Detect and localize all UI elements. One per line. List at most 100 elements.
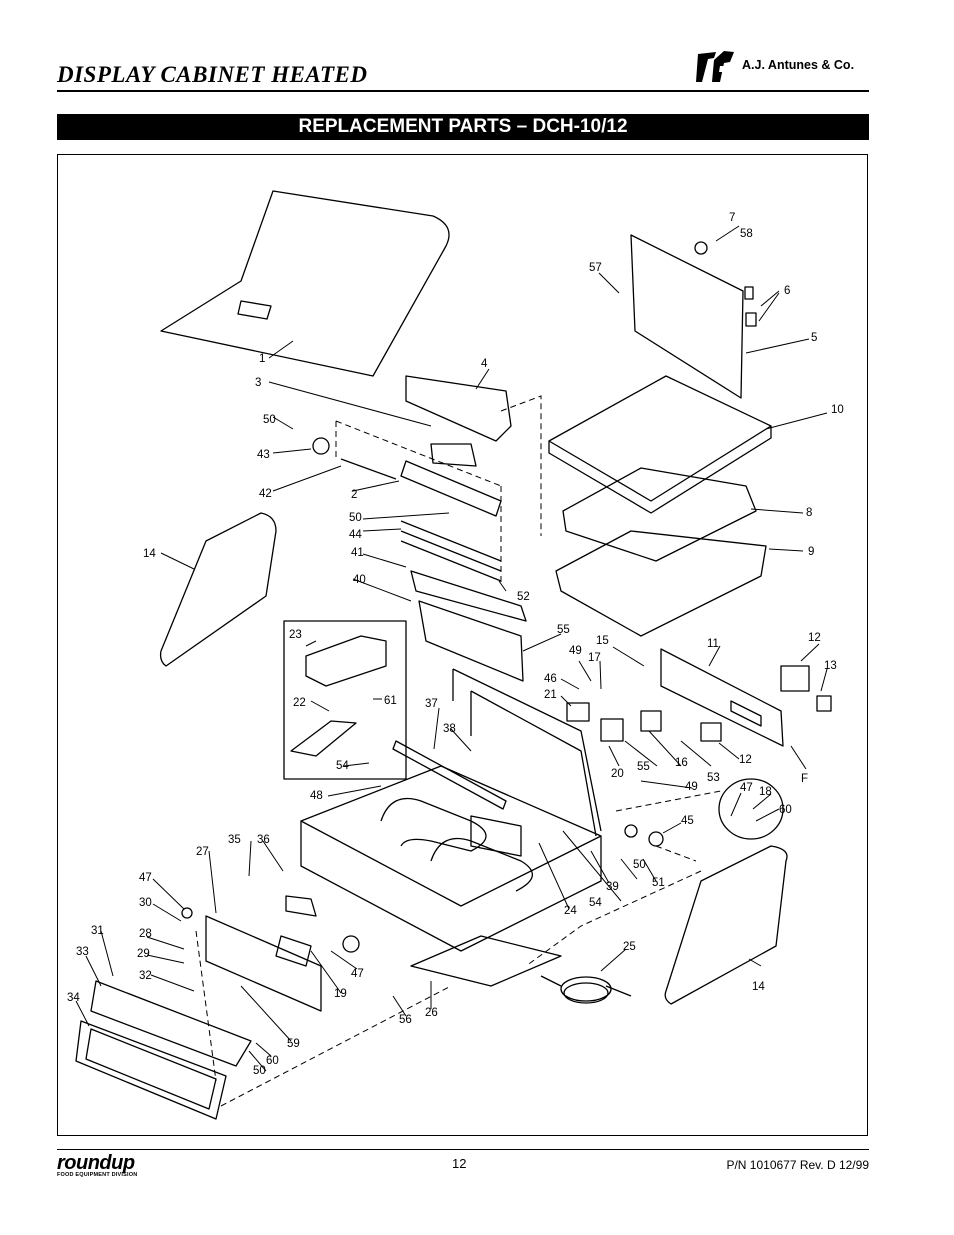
- callout-49a: 49: [569, 645, 582, 657]
- part-control-panel: [660, 648, 784, 747]
- callout-19: 19: [334, 988, 347, 1000]
- exploded-parts-diagram: 1 2 3 4 5 6 7 8 9 10 11 12 12 13 14 14 1…: [57, 154, 868, 1136]
- callout-39: 39: [606, 881, 619, 893]
- callout-31: 31: [91, 925, 104, 937]
- callout-29: 29: [137, 948, 150, 960]
- callout-33: 33: [76, 946, 89, 958]
- callout-3: 3: [255, 377, 261, 389]
- part-side-glass-left: [159, 512, 277, 667]
- callout-18: 18: [759, 786, 772, 798]
- callout-17: 17: [588, 652, 601, 664]
- callout-45: 45: [681, 815, 694, 827]
- callout-44: 44: [349, 529, 362, 541]
- callout-F: F: [801, 773, 808, 785]
- part-light-cover: [405, 375, 512, 442]
- company-logo: [696, 51, 734, 82]
- callout-61: 61: [384, 695, 397, 707]
- part-pan: [555, 530, 767, 637]
- callout-5: 5: [811, 332, 817, 344]
- callout-48: 48: [310, 790, 323, 802]
- callout-51: 51: [652, 877, 665, 889]
- callout-57: 57: [589, 262, 602, 274]
- callout-34: 34: [67, 992, 80, 1004]
- callout-59: 59: [287, 1038, 300, 1050]
- callout-4: 4: [481, 358, 488, 370]
- callout-43: 43: [257, 449, 270, 461]
- callout-20: 20: [611, 768, 624, 780]
- callout-26: 26: [425, 1007, 438, 1019]
- callout-2: 2: [351, 489, 357, 501]
- callout-47c: 47: [351, 968, 364, 980]
- callout-36: 36: [257, 834, 270, 846]
- callout-41: 41: [351, 547, 364, 559]
- callout-6: 6: [784, 285, 790, 297]
- callout-50a: 50: [263, 414, 276, 426]
- callout-38: 38: [443, 723, 456, 735]
- callout-8: 8: [806, 507, 812, 519]
- part-top-glass: [160, 190, 450, 377]
- callout-11: 11: [707, 638, 719, 650]
- header-rule: [57, 90, 869, 92]
- part-top-plate: [548, 375, 772, 502]
- callout-47b: 47: [139, 872, 152, 884]
- callout-55a: 55: [557, 624, 570, 636]
- callout-32: 32: [139, 970, 152, 982]
- callout-50d: 50: [253, 1065, 266, 1077]
- callout-47a: 47: [740, 782, 753, 794]
- callout-14b: 14: [752, 981, 765, 993]
- callout-27: 27: [196, 846, 209, 858]
- part-side-glass-right: [664, 845, 788, 1005]
- callout-30: 30: [139, 897, 152, 909]
- diagram-svg: 1 2 3 4 5 6 7 8 9 10 11 12 12 13 14 14 1…: [67, 190, 844, 1120]
- callout-46: 46: [544, 673, 557, 685]
- page-title: DISPLAY CABINET HEATED: [57, 62, 368, 87]
- callout-7: 7: [729, 212, 735, 224]
- callout-58: 58: [740, 228, 753, 240]
- callout-60b: 60: [266, 1055, 279, 1067]
- callout-40: 40: [353, 574, 366, 586]
- inset-box: [283, 620, 407, 780]
- callout-14a: 14: [143, 548, 156, 560]
- callout-10: 10: [831, 404, 844, 416]
- callout-23: 23: [289, 629, 302, 641]
- callout-54b: 54: [589, 897, 602, 909]
- callout-53: 53: [707, 772, 720, 784]
- part-lamp-bracket: [400, 460, 502, 517]
- part-end-panel: [630, 234, 744, 399]
- callout-12a: 12: [808, 632, 821, 644]
- callout-21: 21: [544, 689, 557, 701]
- callout-42: 42: [259, 488, 272, 500]
- callout-37: 37: [425, 698, 438, 710]
- callout-15: 15: [596, 635, 609, 647]
- callout-16: 16: [675, 757, 688, 769]
- callout-13: 13: [824, 660, 837, 672]
- callout-24: 24: [564, 905, 577, 917]
- callout-54a: 54: [336, 760, 349, 772]
- callout-56: 56: [399, 1014, 412, 1026]
- callout-60a: 60: [779, 804, 792, 816]
- callout-12b: 12: [739, 754, 752, 766]
- part-number: P/N 1010677 Rev. D 12/99: [726, 1158, 869, 1172]
- callout-50c: 50: [633, 859, 646, 871]
- part-rack: [562, 467, 757, 562]
- brand-wordmark: roundup: [57, 1152, 135, 1174]
- brand-subtitle: FOOD EQUIPMENT DIVISION: [57, 1172, 138, 1178]
- callout-50b: 50: [349, 512, 362, 524]
- callout-49b: 49: [685, 781, 698, 793]
- callout-1: 1: [259, 353, 265, 365]
- callout-25: 25: [623, 941, 636, 953]
- part-base: [300, 765, 602, 907]
- footer-brand-logo: roundup FOOD EQUIPMENT DIVISION: [57, 1152, 138, 1178]
- section-heading: REPLACEMENT PARTS – DCH-10/12: [57, 114, 869, 140]
- callout-52: 52: [517, 591, 530, 603]
- callout-55b: 55: [637, 761, 650, 773]
- footer-rule: [57, 1149, 869, 1150]
- callout-28: 28: [139, 928, 152, 940]
- part-front-glass: [90, 980, 252, 1067]
- part-power-cord: [560, 976, 612, 1002]
- company-name: A.J. Antunes & Co.: [742, 58, 855, 72]
- callout-9: 9: [808, 546, 814, 558]
- part-frame: [452, 668, 602, 837]
- page-number: 12: [452, 1156, 467, 1171]
- callout-22: 22: [293, 697, 306, 709]
